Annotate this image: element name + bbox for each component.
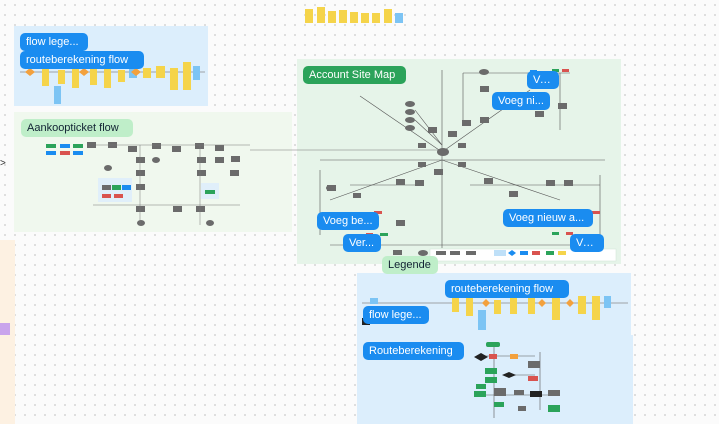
- label-ver-left[interactable]: Ver...: [343, 234, 381, 252]
- routeberekening-content: [474, 342, 560, 418]
- label-account-site-map[interactable]: Account Site Map: [303, 66, 406, 84]
- label-ve-right[interactable]: Ve...: [570, 234, 604, 252]
- label-flow-legend-top[interactable]: flow lege...: [20, 33, 88, 51]
- label-flow-legend-bottom[interactable]: flow lege...: [363, 306, 429, 324]
- label-legende[interactable]: Legende: [382, 256, 438, 274]
- sticky-note-purple: [0, 323, 10, 335]
- sticky-notes-top: [305, 7, 403, 23]
- legend-strip: [429, 248, 617, 262]
- label-routeberekening-flow-bottom[interactable]: routeberekening flow: [445, 280, 569, 298]
- label-routeberekening[interactable]: Routeberekening: [363, 342, 464, 360]
- label-voeg-nieuw-a[interactable]: Voeg nieuw a...: [503, 209, 593, 227]
- label-ve-top[interactable]: Ve...: [527, 71, 559, 89]
- label-aankoopticket-flow[interactable]: Aankoopticket flow: [21, 119, 133, 137]
- aankoopticket-content: [46, 142, 440, 226]
- label-voeg-ni[interactable]: Voeg ni...: [492, 92, 550, 110]
- chevron-right-icon[interactable]: >: [0, 158, 6, 169]
- route-flow-bottom-content: [362, 296, 628, 330]
- route-flow-top-content: [20, 62, 205, 104]
- label-voeg-be[interactable]: Voeg be...: [317, 212, 379, 230]
- label-routeberekening-flow-top[interactable]: routeberekening flow: [20, 51, 144, 69]
